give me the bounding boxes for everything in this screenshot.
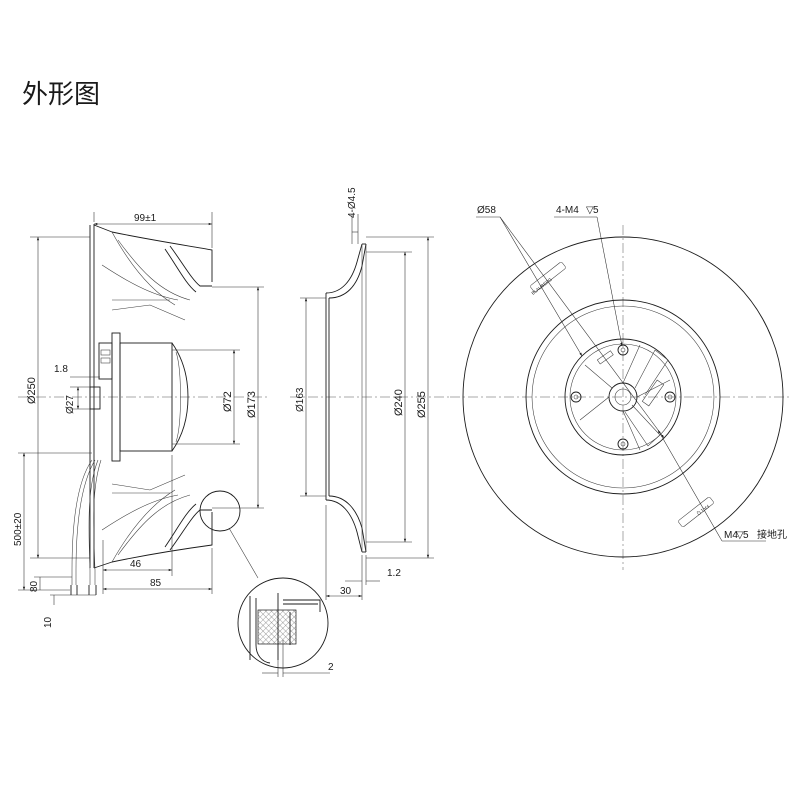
dim-hole-45: 4-Ø4.5 bbox=[347, 187, 358, 218]
ground-depth-symbol: ▽ bbox=[736, 530, 744, 541]
dim-d163: Ø163 bbox=[295, 387, 306, 412]
dim-10: 10 bbox=[43, 616, 54, 628]
dim-d250: Ø250 bbox=[26, 377, 38, 404]
dim-80: 80 bbox=[29, 580, 40, 592]
detail-zoom: 2 bbox=[237, 577, 334, 677]
dim-85: 85 bbox=[150, 578, 162, 589]
dim-2: 2 bbox=[328, 662, 334, 673]
dim-ground-m4: M4 bbox=[724, 530, 738, 541]
dim-d240: Ø240 bbox=[393, 389, 405, 416]
brand-label: BLAUBERG bbox=[531, 276, 554, 295]
dim-width-99: 99±1 bbox=[134, 213, 157, 224]
dim-d72: Ø72 bbox=[222, 391, 234, 412]
dim-d27: Ø27 bbox=[65, 395, 76, 414]
dim-500: 500±20 bbox=[13, 512, 24, 546]
dim-ground-depth: 5 bbox=[743, 530, 749, 541]
dim-m4-hole: 4-M4 bbox=[556, 205, 579, 216]
dim-d58: Ø58 bbox=[477, 205, 496, 216]
dim-1-2: 1.2 bbox=[387, 568, 401, 579]
page-title: 外形图 bbox=[22, 80, 101, 110]
dim-1-8: 1.8 bbox=[54, 364, 68, 375]
dim-m4-depth: 5 bbox=[593, 205, 599, 216]
dim-30: 30 bbox=[340, 586, 352, 597]
m4-depth-symbol: ▽ bbox=[586, 205, 594, 216]
front-view: BLAUBERG FA 1 Q Ø58 4-M4 ▽ 5 M4 ▽ 5 接地孔 bbox=[450, 205, 790, 570]
ground-hole-label: 接地孔 bbox=[757, 528, 787, 541]
inlet-ring-view: 4-Ø4.5 Ø163 Ø240 Ø255 30 1.2 bbox=[290, 187, 450, 600]
dim-d173: Ø173 bbox=[246, 391, 258, 418]
dim-46: 46 bbox=[130, 559, 142, 570]
dim-d255: Ø255 bbox=[416, 391, 428, 418]
side-view: 99±1 Ø250 1.8 Ø27 Ø72 Ø173 500±20 4 bbox=[13, 212, 270, 628]
